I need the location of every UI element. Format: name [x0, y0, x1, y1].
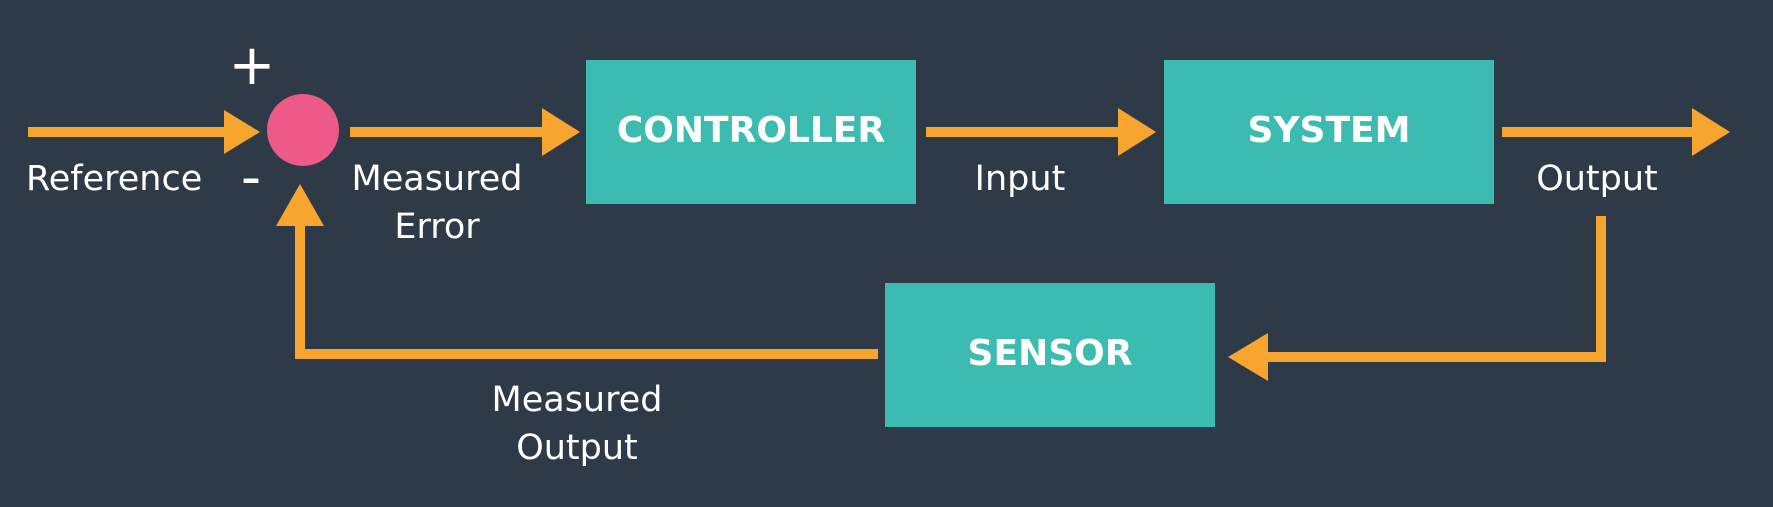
measured-output-feedback-line — [295, 224, 878, 359]
measured-error-label-line1: Measured — [352, 159, 523, 199]
output-to-sensor-line — [1268, 216, 1606, 362]
error-arrow-head — [542, 108, 580, 156]
reference-label: Reference — [26, 159, 202, 199]
input-label: Input — [975, 159, 1066, 199]
sensor-block — [885, 283, 1215, 427]
sensor-label: SENSOR — [968, 333, 1133, 374]
measured-error-label-line2: Error — [394, 207, 480, 247]
minus-sign: - — [241, 145, 261, 210]
input-arrow-head — [1118, 108, 1156, 156]
controller-block — [586, 60, 916, 204]
output-label: Output — [1536, 159, 1658, 199]
summing-junction — [267, 94, 339, 166]
measured-output-label-line1: Measured — [492, 380, 663, 420]
measured-output-label-line2: Output — [516, 428, 638, 468]
controller-label: CONTROLLER — [617, 110, 885, 151]
system-label: SYSTEM — [1248, 110, 1411, 151]
reference-arrow-head — [224, 110, 260, 154]
feedback-arrow-head — [276, 184, 324, 226]
plus-sign: + — [229, 33, 276, 98]
system-block — [1164, 60, 1494, 204]
output-arrow-head — [1692, 108, 1730, 156]
sensor-input-arrow-head — [1228, 333, 1268, 381]
